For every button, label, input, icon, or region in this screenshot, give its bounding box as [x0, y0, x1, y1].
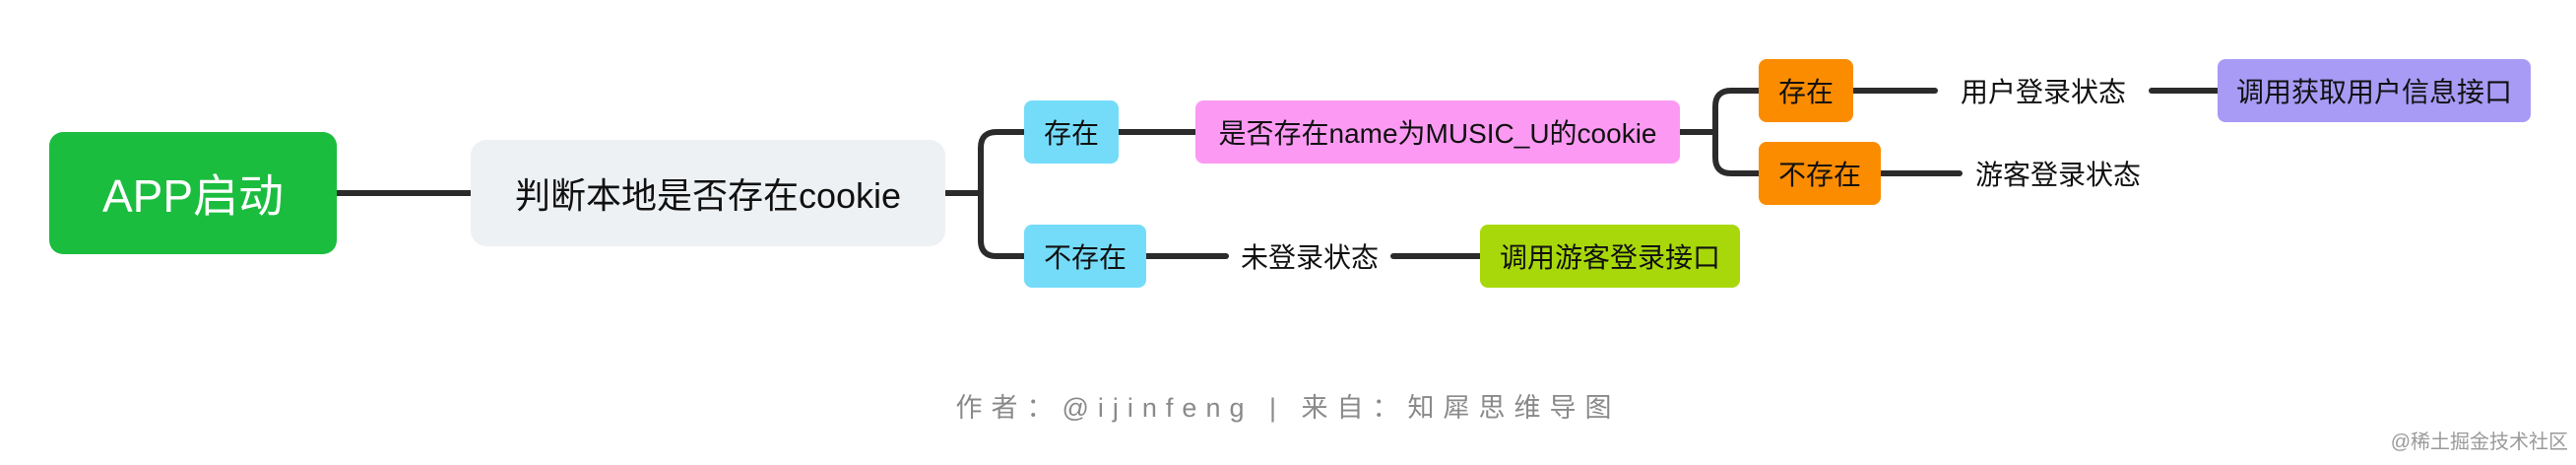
node-check-music-u-cookie: 是否存在name为MUSIC_U的cookie [1195, 100, 1680, 164]
node-not-logged-in: 未登录状态 [1240, 242, 1379, 273]
connector-check_music_u-to-not_exists_2 [1677, 129, 1762, 176]
node-app-start: APP启动 [49, 132, 337, 254]
connector-check_cookie-to-exists [942, 129, 1027, 196]
node-exists-2: 存在 [1759, 59, 1853, 122]
watermark: @稀土掘金技术社区 [2390, 432, 2568, 453]
connector-check_cookie-to-not_exists [942, 190, 1027, 259]
node-call-user-info-api: 调用获取用户信息接口 [2218, 59, 2531, 122]
node-guest-login-state: 游客登录状态 [1974, 160, 2141, 190]
node-user-login-state: 用户登录状态 [1960, 77, 2126, 107]
node-exists: 存在 [1024, 100, 1119, 164]
footer-credit: 作者：@ijinfeng | 来自：知犀思维导图 [955, 393, 1621, 423]
node-check-local-cookie: 判断本地是否存在cookie [471, 140, 945, 246]
node-call-guest-login-api: 调用游客登录接口 [1480, 225, 1740, 288]
node-not-exists: 不存在 [1024, 225, 1146, 288]
node-not-exists-2: 不存在 [1759, 142, 1881, 205]
connector-check_music_u-to-exists_2 [1677, 88, 1762, 135]
